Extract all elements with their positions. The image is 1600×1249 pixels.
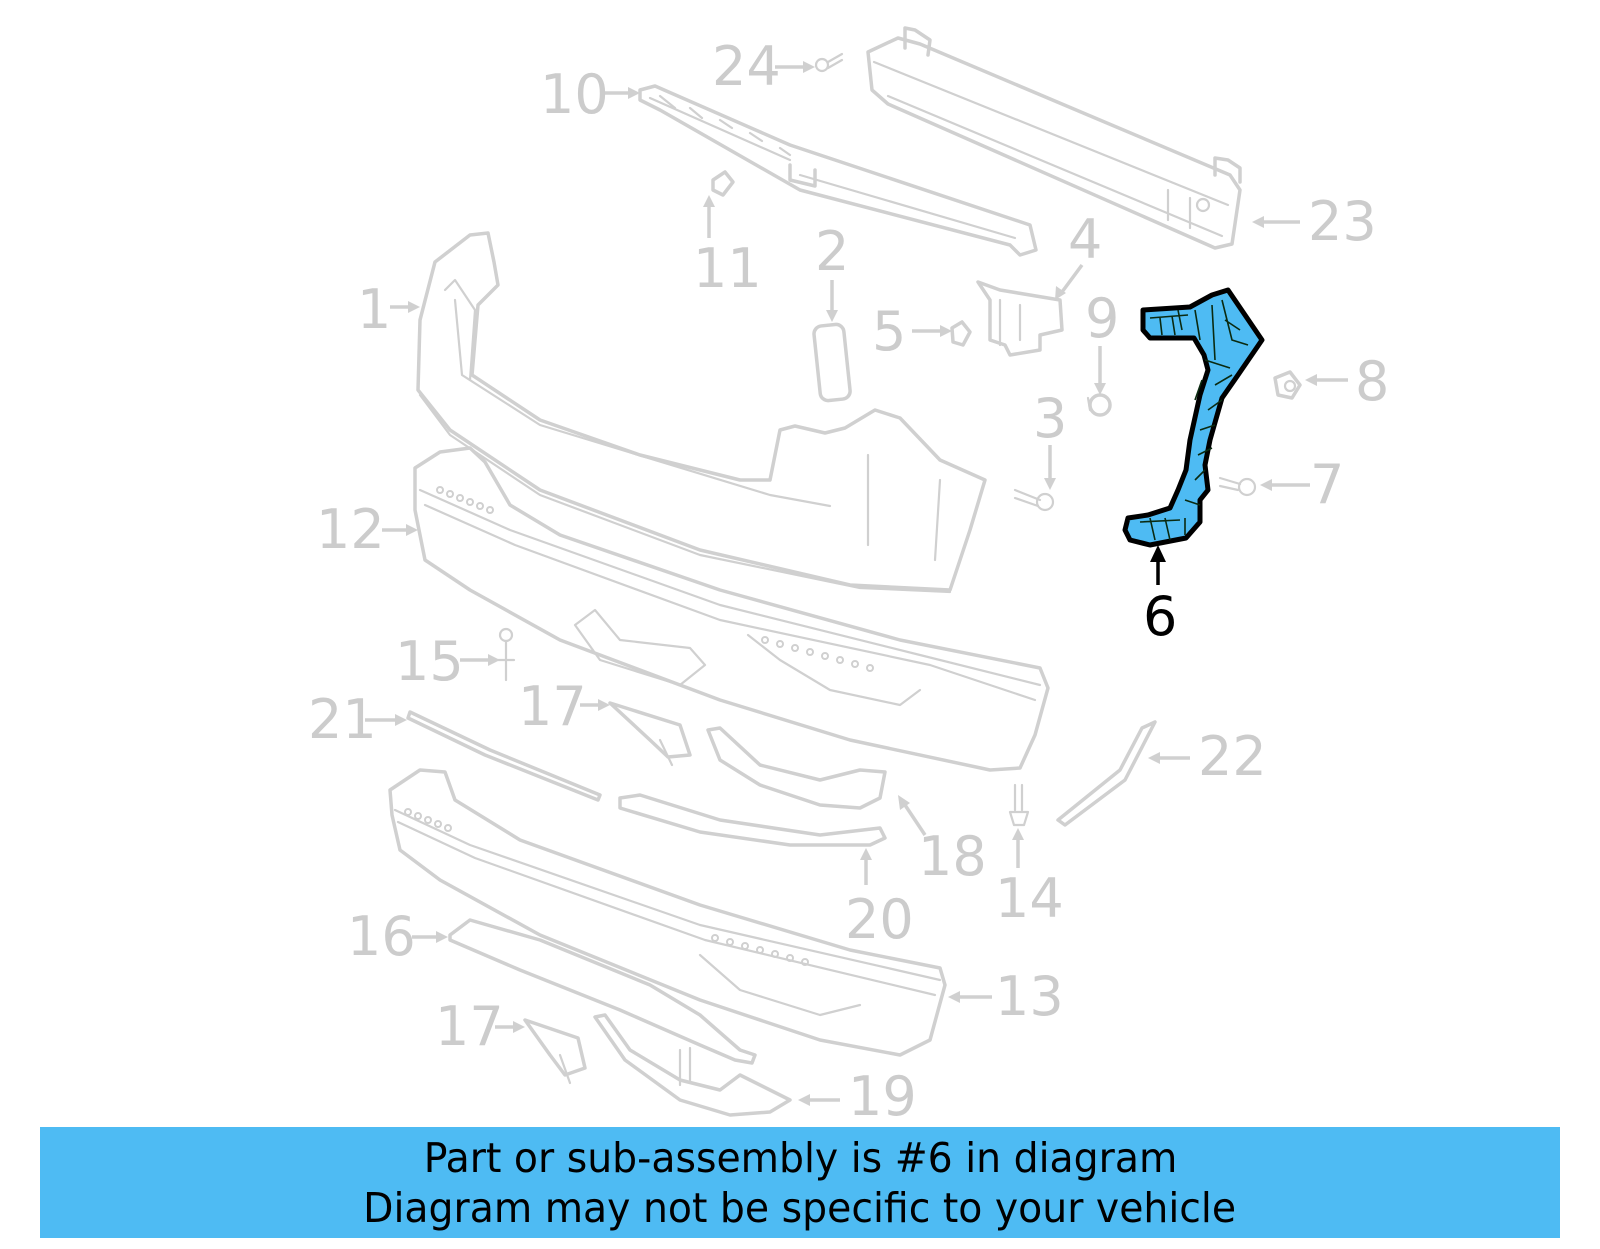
callout-19: 19 — [848, 1065, 917, 1128]
callout-21: 21 — [308, 688, 377, 751]
callout-24: 24 — [712, 35, 781, 98]
callout-8: 8 — [1355, 350, 1390, 413]
banner-line-disclaimer: Diagram may not be specific to your vehi… — [363, 1183, 1237, 1232]
part-2-cap — [812, 322, 852, 403]
callout-13: 13 — [995, 965, 1064, 1028]
part-7-screw — [1218, 476, 1257, 497]
callout-20: 20 — [845, 888, 914, 951]
part-3-bolt — [1013, 488, 1055, 512]
part-9-grommet — [1086, 393, 1112, 417]
callout-9: 9 — [1085, 287, 1120, 350]
callout-23: 23 — [1308, 190, 1377, 253]
part-18-trim — [706, 726, 887, 810]
callout-17-lower: 17 — [435, 995, 504, 1058]
callout-10: 10 — [540, 63, 609, 126]
banner-line-part-number: Part or sub-assembly is #6 in diagram — [423, 1133, 1177, 1182]
part-24-bolt — [814, 52, 844, 73]
part-5-nut — [950, 320, 972, 347]
part-11-clip — [711, 170, 735, 197]
info-banner: Part or sub-assembly is #6 in diagram Di… — [40, 1127, 1560, 1238]
part-17-reflector-lower — [523, 1018, 587, 1085]
callout-16: 16 — [347, 905, 416, 968]
callout-2: 2 — [815, 220, 850, 283]
callout-5: 5 — [872, 300, 907, 363]
part-6-highlighted-bracket — [1122, 287, 1265, 585]
callout-18: 18 — [918, 825, 987, 888]
callout-4: 4 — [1068, 208, 1103, 271]
callout-11: 11 — [693, 237, 762, 300]
callout-3: 3 — [1033, 387, 1068, 450]
part-13-lower-cover — [388, 768, 947, 1057]
callout-14: 14 — [995, 867, 1064, 930]
part-22-molding — [1056, 720, 1157, 827]
callout-15: 15 — [395, 630, 464, 693]
part-19-trim — [593, 1013, 792, 1117]
part-8-nut — [1273, 370, 1302, 400]
part-12-lower-cover — [413, 446, 1050, 772]
part-20-molding — [618, 793, 887, 847]
part-1-bumper-cover — [416, 231, 987, 594]
part-17-reflector-upper — [608, 701, 692, 767]
callout-12: 12 — [316, 498, 385, 561]
part-23-reinforcement-beam — [866, 26, 1242, 250]
callout-6-highlighted: 6 — [1143, 585, 1178, 648]
part-15-push-pin — [496, 627, 516, 682]
part-16-skid-plate — [448, 918, 757, 1065]
callout-1: 1 — [357, 278, 392, 341]
leader-lines — [365, 61, 1348, 1106]
part-14-bolt — [1008, 783, 1030, 827]
callout-17-upper: 17 — [518, 675, 587, 738]
part-21-molding — [406, 710, 602, 802]
part-4-bracket — [976, 280, 1064, 357]
callout-7: 7 — [1310, 453, 1345, 516]
callout-22: 22 — [1198, 725, 1267, 788]
part-10-energy-absorber — [638, 84, 1038, 257]
